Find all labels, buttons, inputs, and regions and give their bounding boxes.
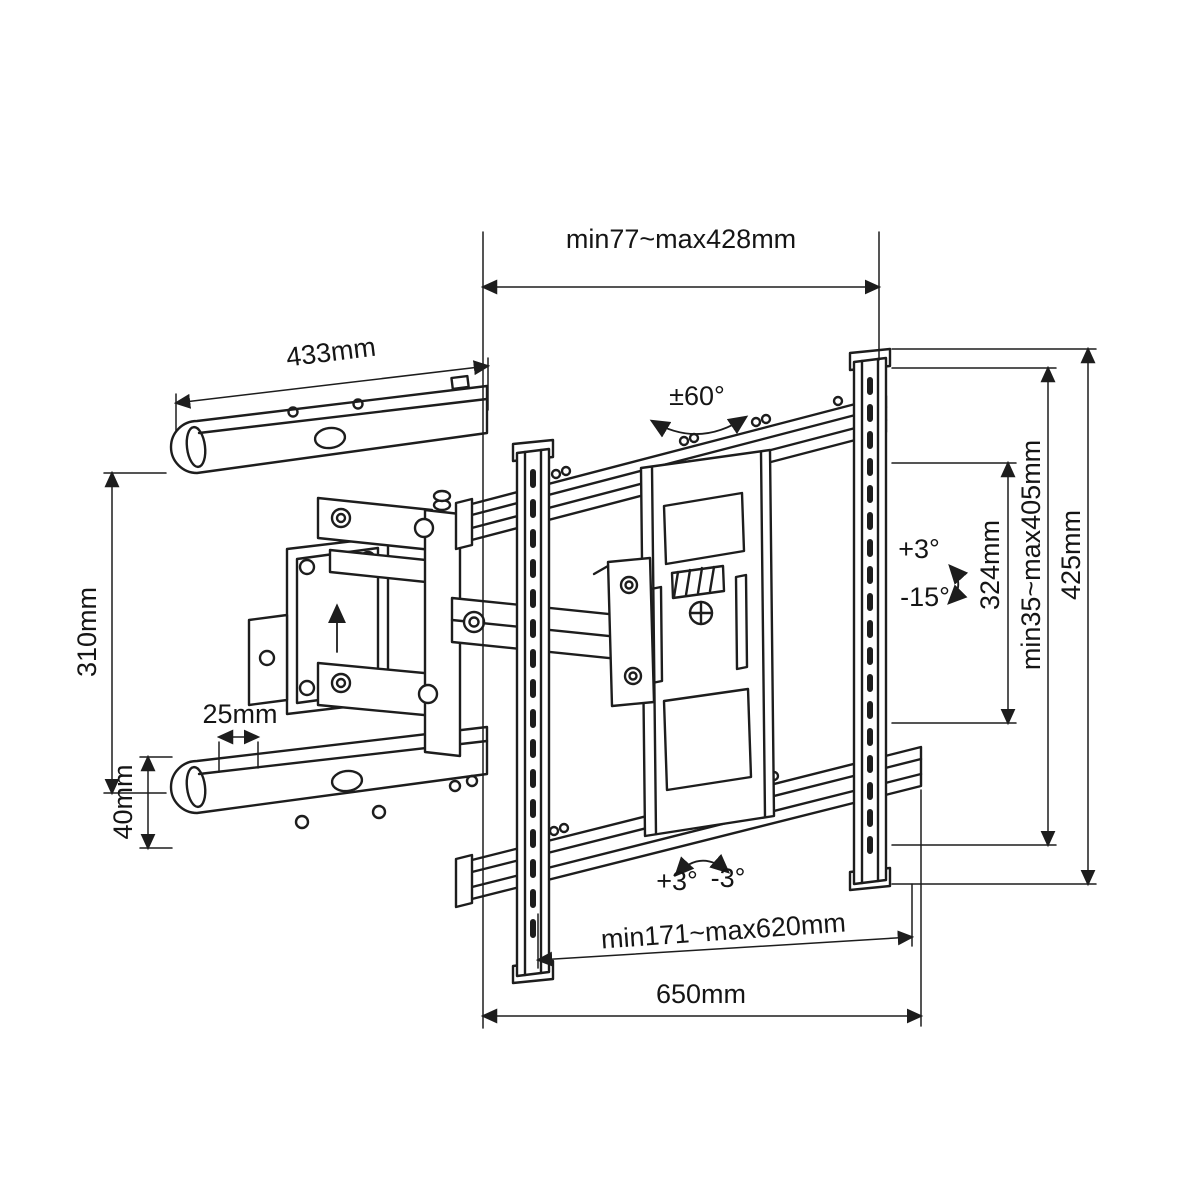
dim-hole-pattern-label: 324mm	[975, 520, 1005, 610]
swivel-arrow-icon	[649, 415, 749, 438]
dim-swivel-label: ±60°	[669, 381, 725, 411]
wall-rail-top	[169, 374, 489, 475]
dim-top-extension-label: min77~max428mm	[566, 224, 796, 254]
level-arrow-icon	[674, 853, 731, 877]
dim-level-minus-label: -3°	[711, 863, 746, 893]
dim-wall-plate-height-label: 310mm	[72, 587, 102, 677]
dim-vesa-width-line	[535, 930, 915, 967]
dim-arm-thickness-label: 40mm	[108, 764, 138, 839]
dim-vesa-width-label: min171~max620mm	[600, 908, 847, 955]
wall-rail-bottom	[169, 725, 489, 830]
arm-column	[592, 556, 656, 708]
dim-level-plus-label: +3°	[656, 866, 698, 896]
dim-total-width-label: 650mm	[656, 979, 746, 1009]
tv-rail-left	[511, 438, 555, 985]
dim-wall-arm-line	[173, 360, 491, 409]
dim-tilt-up-label: +3°	[898, 534, 940, 564]
tv-rail-right	[848, 347, 892, 892]
dim-wall-arm-label: 433mm	[284, 332, 377, 373]
dim-tilt-down-label: -15°	[900, 582, 950, 612]
dim-vesa-height-label: min35~max405mm	[1016, 440, 1046, 670]
tilt-arrow-icon	[947, 563, 969, 605]
vesa-plate	[639, 448, 776, 838]
mount-drawing	[169, 347, 923, 985]
dim-arm-width-label: 25mm	[202, 699, 277, 729]
dim-total-height-label: 425mm	[1056, 510, 1086, 600]
